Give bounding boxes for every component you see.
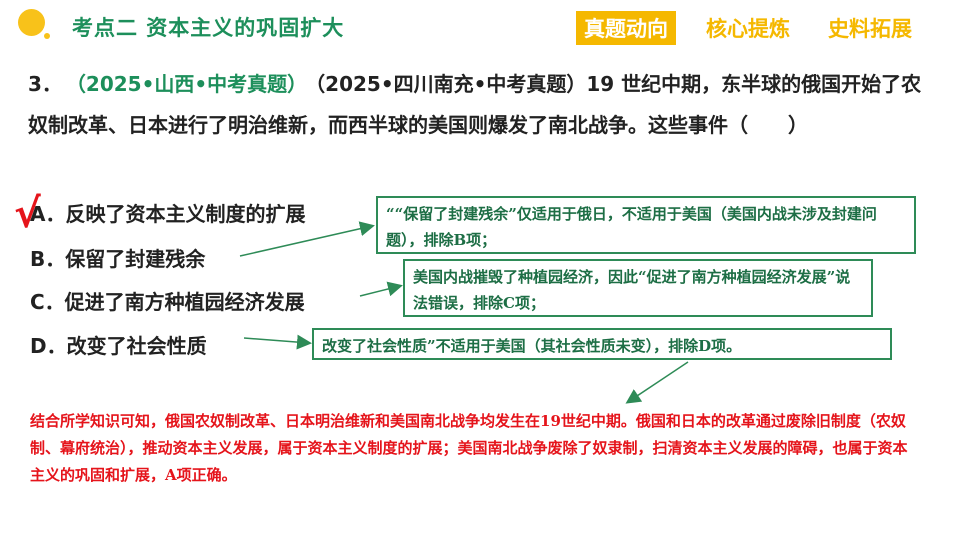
section-title: 考点二 资本主义的巩固扩大 xyxy=(72,16,345,40)
note-option-b: ““保留了封建残余”仅适用于俄日，不适用于美国（美国内战未涉及封建问题），排除B… xyxy=(376,196,916,254)
question-number: 3． xyxy=(28,72,62,96)
option-c: C．促进了南方种植园经济发展 xyxy=(30,290,305,314)
note-option-c: 美国内战摧毁了种植园经济，因此“促进了南方种植园经济发展”说法错误，排除C项； xyxy=(403,259,873,317)
decorative-small-dot-icon xyxy=(44,33,50,39)
question-stem: 3． （2025•山西•中考真题）（2025•四川南充•中考真题）19 世纪中期，… xyxy=(28,64,928,146)
tab-bar: 真题动向 核心提炼 史料拓展 xyxy=(576,11,920,45)
tab-real-exam-trends[interactable]: 真题动向 xyxy=(576,11,676,45)
decorative-dot-icon xyxy=(18,9,45,36)
option-b: B．保留了封建残余 xyxy=(30,247,206,271)
arrow-c-icon xyxy=(359,281,403,297)
answer-check-icon: √ xyxy=(14,191,41,237)
tab-historical-materials[interactable]: 史料拓展 xyxy=(828,17,912,41)
question-text: （2025•四川南充•中考真题）19 世纪中期，东半球的俄国开始了农奴制改革、日… xyxy=(28,72,922,137)
tab-core-points[interactable]: 核心提炼 xyxy=(706,17,790,41)
summary-explanation: 结合所学知识可知，俄国农奴制改革、日本明治维新和美国南北战争均发生在19世纪中期… xyxy=(30,412,908,484)
option-a: A．反映了资本主义制度的扩展 xyxy=(30,202,306,226)
question-source: （2025•山西•中考真题） xyxy=(75,72,308,96)
note-option-d: 改变了社会性质”不适用于美国（其社会性质未变），排除D项。 xyxy=(312,328,892,360)
arrow-b-icon xyxy=(239,221,375,257)
arrow-summary-icon xyxy=(625,361,689,404)
arrow-d-icon xyxy=(243,334,312,350)
option-d: D．改变了社会性质 xyxy=(30,334,207,358)
